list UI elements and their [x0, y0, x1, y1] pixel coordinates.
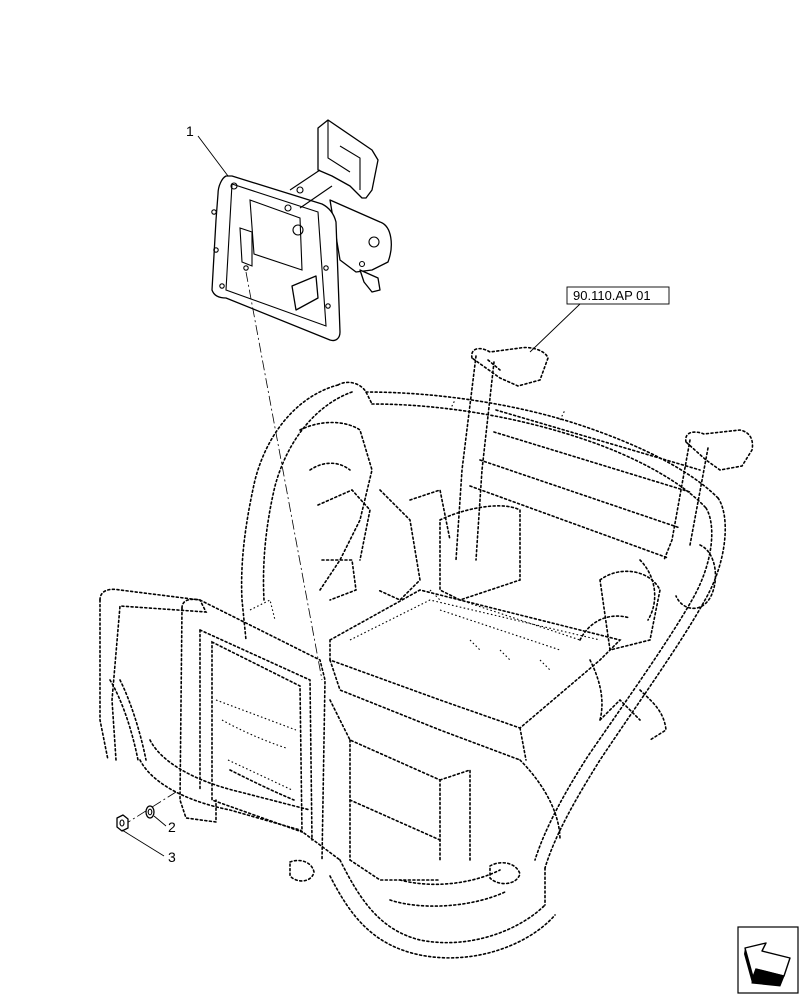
- callout-3-label: 3: [168, 849, 176, 865]
- callout-1-label: 1: [186, 123, 194, 139]
- callout-2-label: 2: [168, 819, 176, 835]
- arrow-navigation-icon[interactable]: [737, 926, 799, 994]
- mounting-bracket-part-1: [211, 119, 392, 342]
- callout-2: 2: [153, 815, 176, 835]
- cross-reference[interactable]: 90.110.AP 01: [529, 286, 670, 353]
- callout-3: 3: [121, 829, 176, 865]
- callout-1: 1: [186, 123, 229, 177]
- washer-part-2: [145, 805, 155, 819]
- nut-part-3: [116, 814, 129, 832]
- assembly-centerline: [121, 271, 323, 827]
- cab-frame-outline: [99, 346, 754, 959]
- cross-reference-label[interactable]: 90.110.AP 01: [573, 288, 651, 303]
- cross-reference-box[interactable]: [566, 286, 670, 305]
